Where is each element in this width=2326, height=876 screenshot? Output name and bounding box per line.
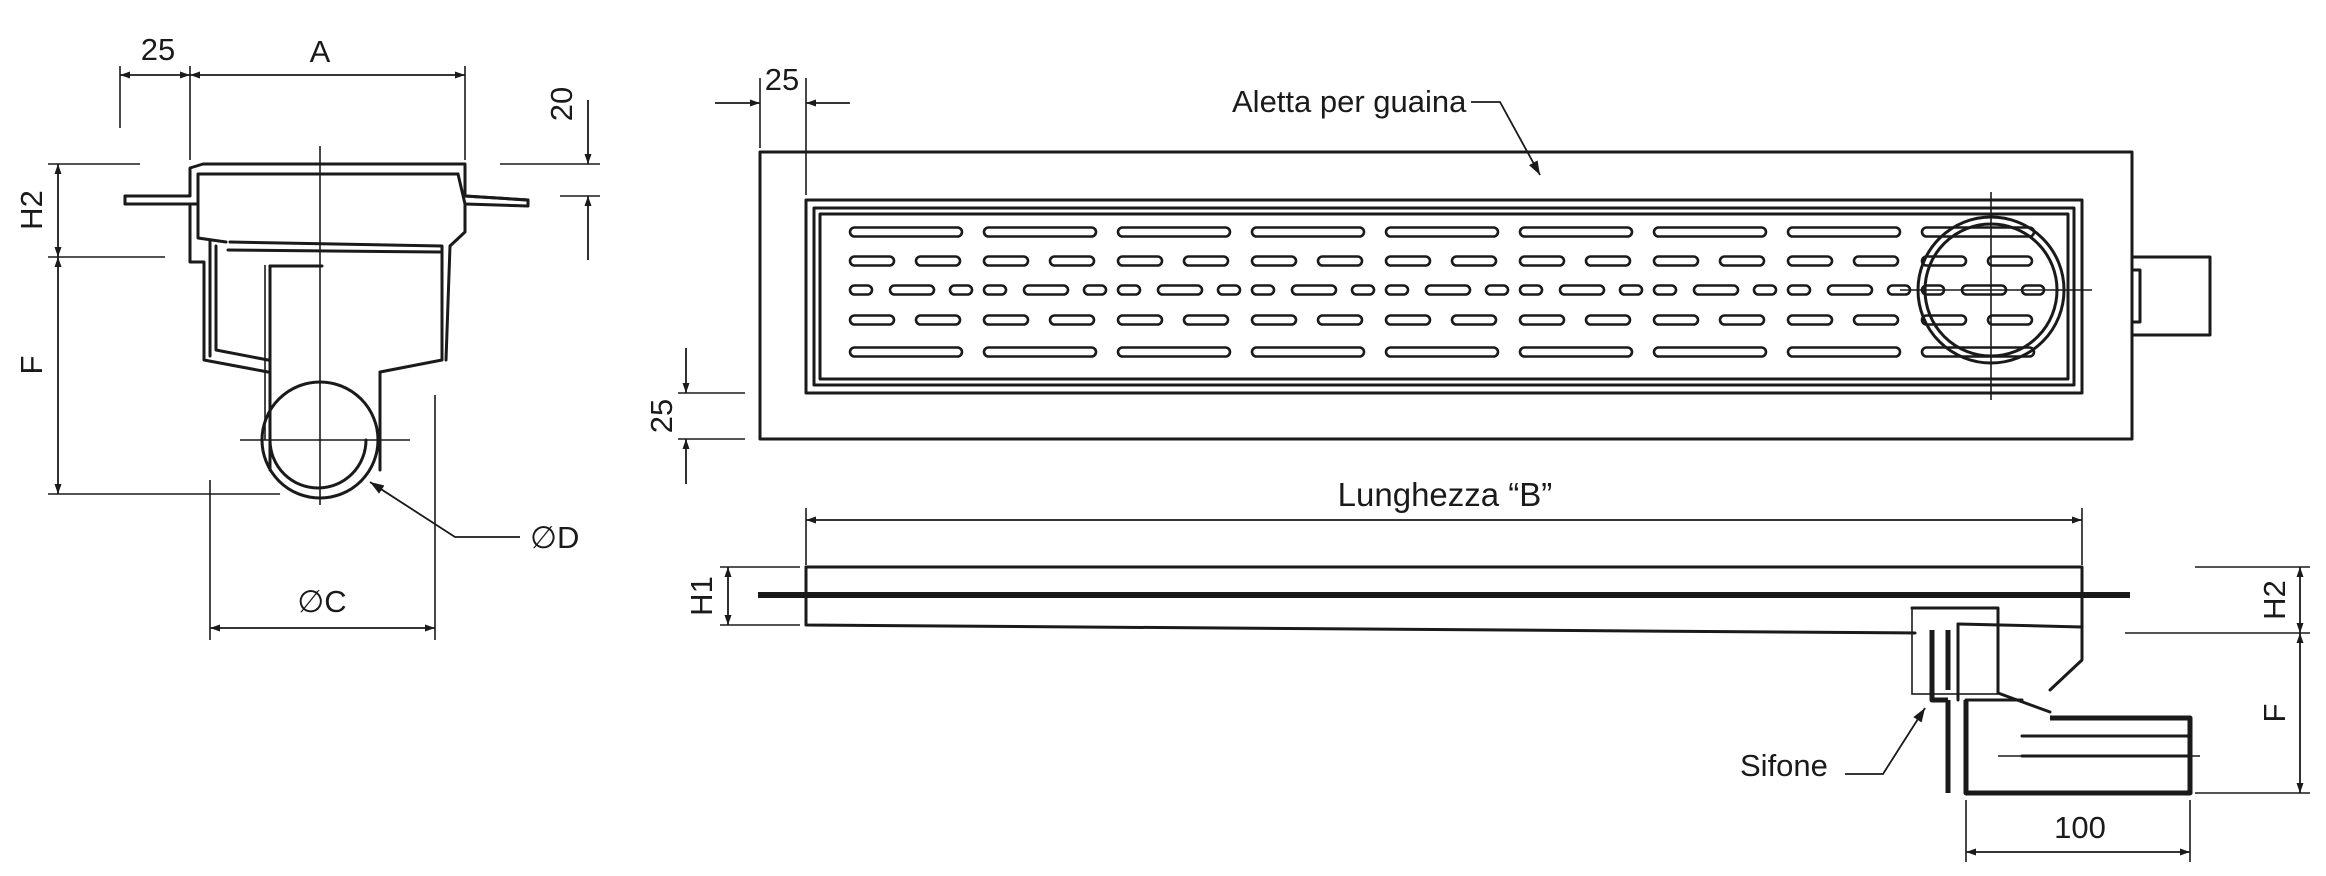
grate-slot	[848, 226, 964, 238]
grate-slot	[848, 346, 964, 358]
grate-slot	[1584, 314, 1632, 326]
aletta-label: Aletta per guaina	[1232, 84, 1467, 119]
grate-slot	[1290, 284, 1338, 296]
grate-slot	[1450, 255, 1498, 267]
lunghezza-label: Lunghezza “B”	[1338, 476, 1553, 513]
grate-slot	[1786, 284, 1812, 296]
grate-slot	[1116, 255, 1164, 267]
grate-slot	[914, 255, 962, 267]
grate-slot	[982, 314, 1030, 326]
grate-slot	[1384, 314, 1432, 326]
grate-slot	[1316, 314, 1364, 326]
dim-25-plan-side-label: 25	[644, 399, 679, 433]
grate-slot	[1156, 284, 1204, 296]
grate-slot	[914, 314, 962, 326]
dim-h1-label: H1	[684, 576, 719, 616]
grate-slot	[1786, 255, 1834, 267]
grate-slot	[1384, 226, 1500, 238]
grate-slots	[848, 226, 2046, 358]
grate-slot	[1652, 314, 1700, 326]
grate-slot	[1518, 255, 1566, 267]
grate-slot	[888, 284, 936, 296]
grate-slot	[982, 284, 1008, 296]
grate-slot	[1518, 226, 1634, 238]
grate-slot	[1250, 284, 1276, 296]
grate-slot	[1718, 255, 1766, 267]
side-view: Lunghezza “B” H1 H2 F	[684, 476, 2310, 862]
grate-slot	[1718, 314, 1766, 326]
grate-slot	[1652, 255, 1700, 267]
grate-slot	[1250, 255, 1298, 267]
grate-slot	[948, 284, 974, 296]
dim-a-label: A	[310, 34, 331, 69]
grate-slot	[1852, 314, 1900, 326]
grate-slot	[1048, 255, 1096, 267]
grate-slot	[1852, 255, 1900, 267]
grate-slot	[1116, 314, 1164, 326]
grate-slot	[1350, 284, 1376, 296]
grate-slot	[1022, 284, 1070, 296]
cross-section-view: 25 A 20 H2 F ∅C ∅D	[14, 32, 600, 640]
grate-slot	[1384, 255, 1432, 267]
dim-25-section-label: 25	[141, 32, 175, 67]
grate-slot	[1518, 314, 1566, 326]
dim-diam-c-label: ∅C	[297, 584, 346, 619]
grate-slot	[1518, 346, 1634, 358]
grate-slot	[1216, 284, 1242, 296]
dim-20-label: 20	[544, 87, 579, 121]
dim-diam-d-label: ∅D	[530, 520, 579, 555]
dim-25-plan-top-label: 25	[765, 62, 799, 97]
grate-slot	[1786, 346, 1902, 358]
grate-slot	[1250, 226, 1366, 238]
grate-slot	[1182, 255, 1230, 267]
grate-slot	[1652, 346, 1768, 358]
grate-slot	[1082, 284, 1108, 296]
grate-slot	[1250, 346, 1366, 358]
grate-slot	[1316, 255, 1364, 267]
dim-h2-side-label: H2	[2257, 580, 2292, 620]
grate-slot	[1986, 314, 2034, 326]
grate-slot	[1786, 226, 1902, 238]
grate-slot	[1692, 284, 1740, 296]
plan-view: 25 25 Aletta per guaina	[644, 62, 2212, 484]
grate-slot	[1826, 284, 1874, 296]
grate-slot	[1116, 284, 1142, 296]
grate-slot	[1584, 255, 1632, 267]
grate-slot	[1558, 284, 1606, 296]
grate-slot	[1182, 314, 1230, 326]
dim-f-side-label: F	[2257, 704, 2292, 723]
grate-slot	[1424, 284, 1472, 296]
dim-100-label: 100	[2054, 810, 2106, 845]
grate-slot	[848, 314, 896, 326]
grate-slot	[1618, 284, 1644, 296]
grate-slot	[1920, 314, 1968, 326]
grate-slot	[1786, 314, 1834, 326]
grate-slot	[1048, 314, 1096, 326]
grate-slot	[1384, 346, 1500, 358]
grate-slot	[1450, 314, 1498, 326]
grate-slot	[982, 226, 1098, 238]
grate-slot	[1752, 284, 1778, 296]
dim-f-section-label: F	[14, 356, 49, 375]
grate-slot	[1484, 284, 1510, 296]
grate-slot	[848, 284, 874, 296]
grate-slot	[1986, 255, 2034, 267]
sifone-label: Sifone	[1740, 748, 1828, 783]
grate-slot	[982, 346, 1098, 358]
grate-slot	[1250, 314, 1298, 326]
grate-slot	[1920, 255, 1968, 267]
grate-slot	[1518, 284, 1544, 296]
dim-h2-section-label: H2	[14, 190, 49, 230]
grate-slot	[1652, 226, 1768, 238]
grate-slot	[1384, 284, 1410, 296]
grate-slot	[1116, 346, 1232, 358]
grate-slot	[1652, 284, 1678, 296]
grate-slot	[848, 255, 896, 267]
grate-slot	[1116, 226, 1232, 238]
grate-slot	[982, 255, 1030, 267]
